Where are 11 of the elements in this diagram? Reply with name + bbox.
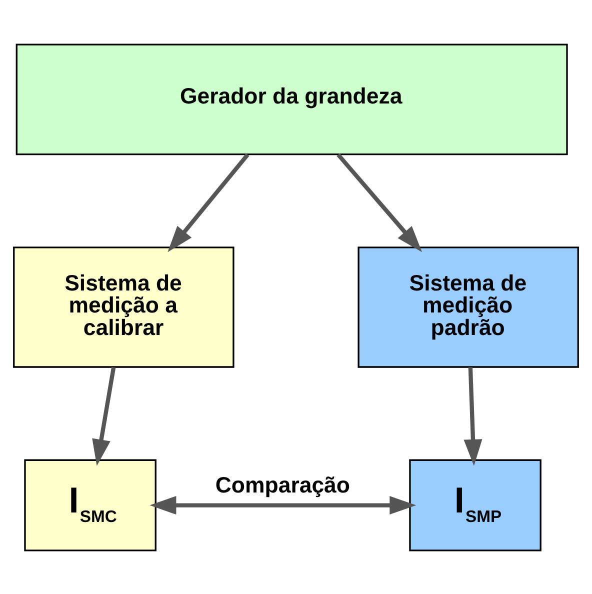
arrow — [464, 366, 482, 466]
arrow — [92, 366, 116, 466]
arrow — [168, 152, 250, 252]
edge-label: Comparação — [215, 472, 350, 497]
arrow — [150, 496, 416, 514]
node-box: Sistema de medição padrão — [358, 246, 579, 368]
node-box: Sistema de medição a calibrar — [13, 246, 234, 368]
node-box: I$_{SMP}$ — [409, 458, 542, 551]
arrow — [336, 152, 422, 252]
node-box: I$_{SMC}$ — [24, 458, 156, 551]
node-box: Gerador da grandeza — [16, 43, 568, 155]
